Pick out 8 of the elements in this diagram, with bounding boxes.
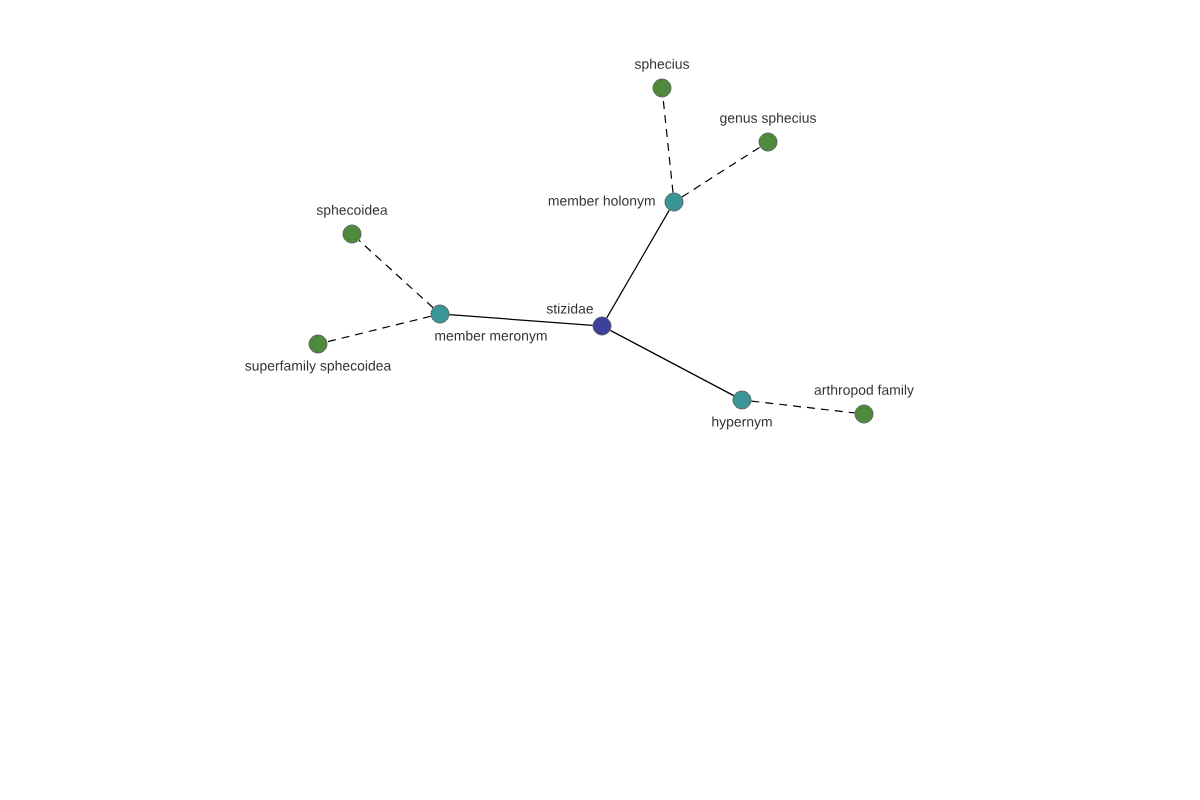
dashed-connector (750, 400, 856, 414)
dashed-connector (681, 146, 761, 198)
dashed-connector (662, 96, 674, 194)
connector-line (448, 314, 594, 326)
connector-line (609, 329, 735, 397)
dashed-connector (358, 239, 434, 309)
connector-line (606, 209, 670, 319)
dashed-connector (326, 315, 432, 343)
